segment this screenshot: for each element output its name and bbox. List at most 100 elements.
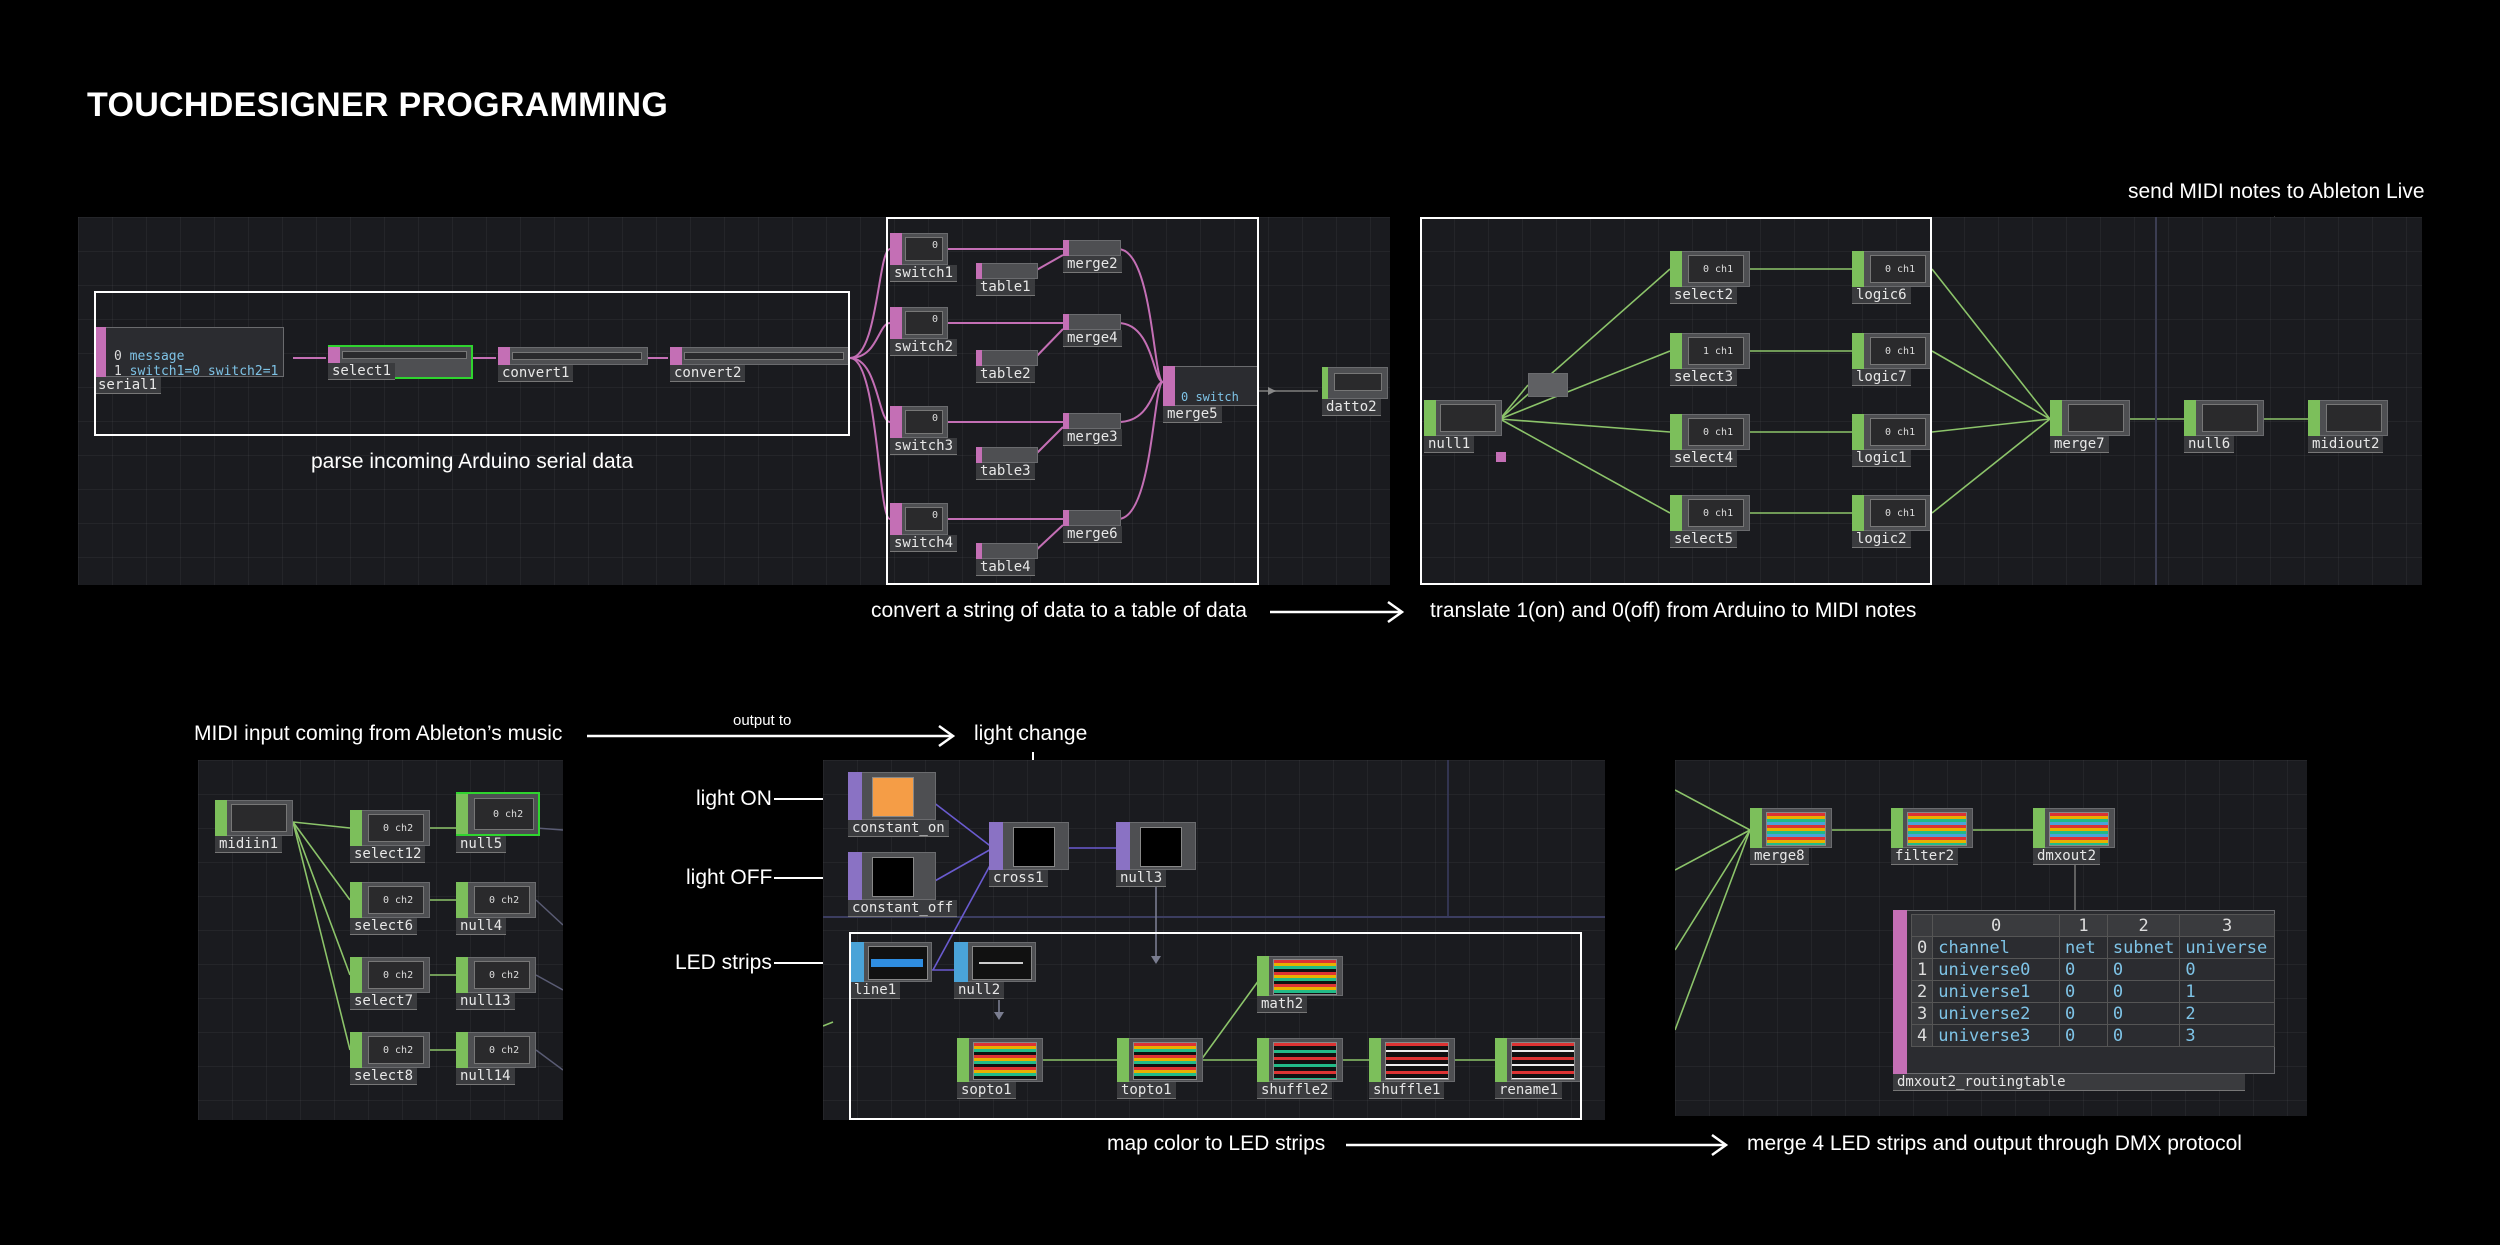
merge3-node[interactable]: merge3 [1063,413,1122,447]
merge6-node[interactable]: merge6 [1063,510,1122,544]
convert1-node[interactable]: convert1 [498,347,648,382]
merge5-text: 0 switch [1181,390,1239,404]
table2-node[interactable]: table2 [976,350,1038,384]
wires-midi-in [292,821,563,1071]
node-label: shuffle2 [1257,1082,1333,1099]
node-label: table3 [976,463,1035,480]
select4-node[interactable]: 0 ch1 select4 [1670,414,1750,467]
filter2-node[interactable]: filter2 [1891,808,1973,865]
null14-node[interactable]: 0 ch2 null14 [456,1032,536,1085]
sopto1-node[interactable]: sopto1 [957,1038,1043,1099]
logic1-node[interactable]: 0 ch1 logic1 [1852,414,1932,467]
shuffle1-node[interactable]: shuffle1 [1369,1038,1455,1099]
select3-node[interactable]: 1 ch1 select3 [1670,333,1750,386]
frame-convert-table [886,217,1259,585]
select12-node[interactable]: 0 ch2 select12 [350,810,430,863]
switch2-node[interactable]: 0 switch2 [890,307,958,356]
node-label: table2 [976,366,1035,383]
script-stub-node[interactable] [1528,373,1568,397]
node-label: sopto1 [957,1082,1016,1099]
merge7-node[interactable]: merge7 [2050,400,2130,453]
node-label: switch4 [890,535,958,552]
null1-node[interactable]: null1 [1424,400,1506,462]
line1-node[interactable]: line1 [850,942,932,999]
logic7-node[interactable]: 0 ch1 logic7 [1852,333,1932,386]
caption-light-on: light ON [696,787,772,810]
network-editor-midi-translate[interactable]: null1 0 ch1 select2 1 ch1 select3 0 ch1 … [1420,217,2422,585]
node-label: select1 [328,363,396,380]
constant-off-node[interactable]: constant_off [848,852,958,917]
node-label: rename1 [1495,1082,1563,1099]
select8-node[interactable]: 0 ch2 select8 [350,1032,430,1085]
select6-node[interactable]: 0 ch2 select6 [350,882,430,935]
convert2-node[interactable]: convert2 [670,347,850,382]
wires-light [823,760,1605,1061]
logic6-node[interactable]: 0 ch1 logic6 [1852,251,1932,304]
math2-node[interactable]: math2 [1257,956,1343,1013]
serial1-node[interactable]: 0 message 1 switch1=0 switch2=1 serial1 [94,327,284,395]
switch3-node[interactable]: 0 switch3 [890,406,958,455]
caption-light-off: light OFF [686,866,773,889]
arrow-output-to [587,724,956,748]
node-label: select3 [1670,369,1738,386]
node-label: select12 [350,846,426,863]
node-label: merge5 [1163,406,1222,423]
node-label: midiout2 [2308,436,2384,453]
switch4-node[interactable]: 0 switch4 [890,503,958,552]
node-label: shuffle1 [1369,1082,1445,1099]
node-label: filter2 [1891,848,1959,865]
node-label: merge6 [1063,526,1122,543]
dmxout2-node[interactable]: dmxout2 [2033,808,2115,865]
merge4-node[interactable]: merge4 [1063,314,1122,348]
topto1-node[interactable]: topto1 [1117,1038,1203,1099]
select7-node[interactable]: 0 ch2 select7 [350,957,430,1010]
serial1-rows: 0 message 1 switch1=0 switch2=1 [114,349,279,379]
null4-node[interactable]: 0 ch2 null4 [456,882,536,935]
rename1-node[interactable]: rename1 [1495,1038,1581,1099]
datto2-node[interactable]: datto2 [1322,367,1388,416]
node-label: switch1 [890,265,958,282]
null5-node[interactable]: 0 ch2 null5 [456,792,540,856]
constant-on-node[interactable]: constant_on [848,772,949,837]
node-label: switch2 [890,339,958,356]
select2-node[interactable]: 0 ch1 select2 [1670,251,1750,304]
null13-node[interactable]: 0 ch2 null13 [456,957,536,1010]
node-label: logic6 [1852,287,1911,304]
network-editor-midi-in[interactable]: midiin1 0 ch2 select12 0 ch2 null5 0 ch2… [198,760,563,1120]
node-label: datto2 [1322,399,1381,416]
table4-node[interactable]: table4 [976,543,1038,577]
node-label: select5 [1670,531,1738,548]
null3-node[interactable]: null3 [1116,822,1196,887]
cross1-node[interactable]: cross1 [989,822,1069,887]
select1-node[interactable]: select1 [328,345,473,380]
null6-node[interactable]: null6 [2184,400,2264,453]
table1-node[interactable]: table1 [976,263,1038,297]
node-label: select8 [350,1068,418,1085]
arrow-map-to-dmx [1346,1133,1729,1157]
merge2-node[interactable]: merge2 [1063,240,1122,274]
midiin1-node[interactable]: midiin1 [215,800,293,853]
select5-node[interactable]: 0 ch1 select5 [1670,495,1750,548]
midiout2-node[interactable]: midiout2 [2308,400,2388,453]
table3-node[interactable]: table3 [976,447,1038,481]
node-label: select6 [350,918,418,935]
node-label: null14 [456,1068,515,1085]
node-label: merge7 [2050,436,2109,453]
merge8-node[interactable]: merge8 [1750,808,1832,865]
network-editor-light-mapping[interactable]: constant_on constant_off cross1 null3 li… [823,760,1605,1120]
page-title: TOUCHDESIGNER PROGRAMMING [87,86,669,124]
switch1-node[interactable]: 0 switch1 [890,233,958,282]
merge5-node[interactable]: 0 switch merge5 [1163,366,1258,424]
frame-translate [1420,217,1932,585]
node-label: select7 [350,993,418,1010]
null2-node[interactable]: null2 [954,942,1036,999]
shuffle2-node[interactable]: shuffle2 [1257,1038,1343,1099]
logic2-node[interactable]: 0 ch1 logic2 [1852,495,1932,548]
network-editor-serial-parse[interactable]: 0 message 1 switch1=0 switch2=1 serial1 … [78,217,1390,585]
